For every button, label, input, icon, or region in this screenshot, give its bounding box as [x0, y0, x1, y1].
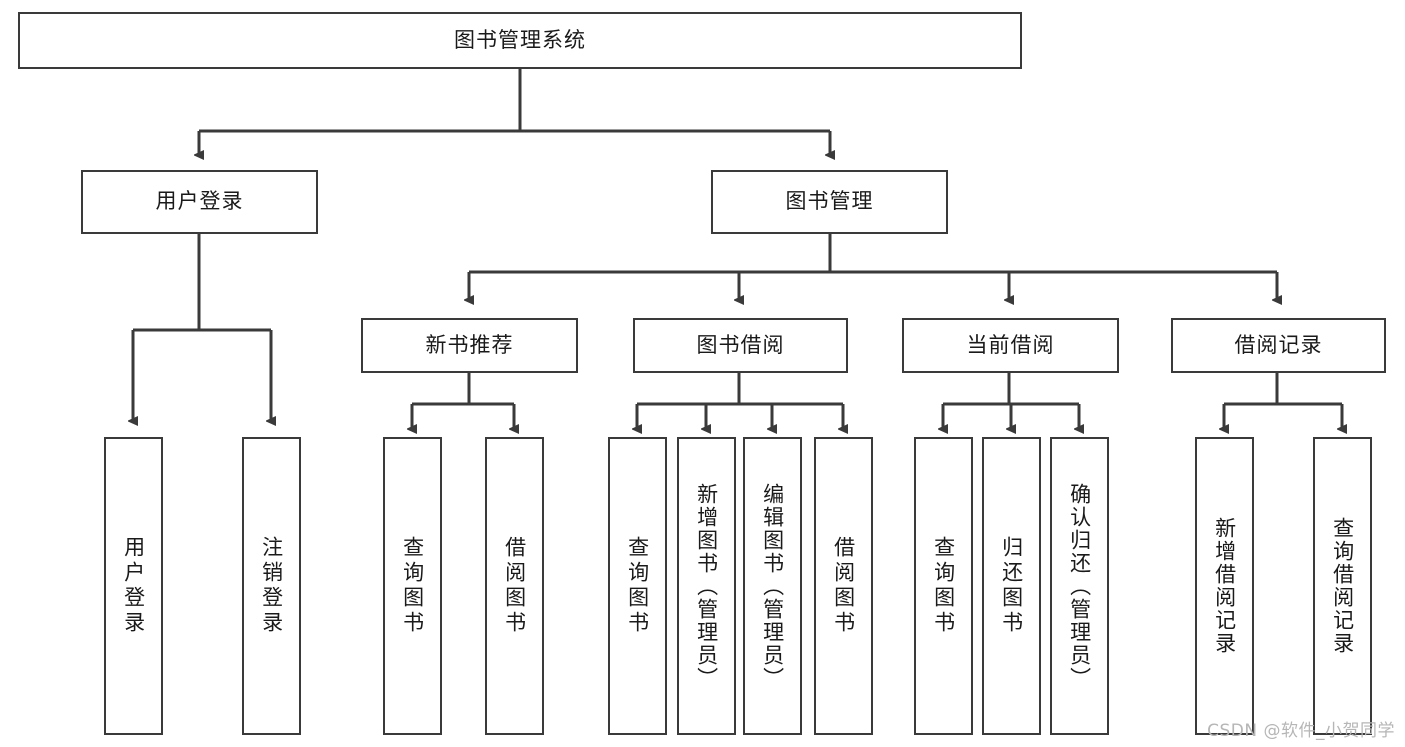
node-book-manage-label: 图书管理	[785, 189, 874, 214]
node-leaf-query-book-1[interactable]: 查询图书	[383, 437, 442, 735]
node-leaf-edit-book[interactable]: 编辑图书（管理员）	[743, 437, 802, 735]
node-leaf-user-logout[interactable]: 注销登录	[242, 437, 301, 735]
node-leaf-query-book-2[interactable]: 查询图书	[608, 437, 667, 735]
node-user-login-label: 用户登录	[155, 189, 244, 214]
node-leaf-add-book-label: 新增图书（管理员）	[694, 482, 719, 690]
node-leaf-query-record-label: 查询借阅记录	[1330, 517, 1355, 655]
node-leaf-return-book-label: 归还图书	[999, 536, 1024, 636]
node-current-borrow[interactable]: 当前借阅	[902, 318, 1119, 373]
node-leaf-borrow-book-1-label: 借阅图书	[502, 536, 527, 636]
node-leaf-user-login[interactable]: 用户登录	[104, 437, 163, 735]
node-leaf-user-login-label: 用户登录	[121, 536, 146, 636]
node-root-label: 图书管理系统	[454, 27, 586, 52]
node-user-login[interactable]: 用户登录	[81, 170, 318, 234]
node-leaf-add-book[interactable]: 新增图书（管理员）	[677, 437, 736, 735]
node-book-manage[interactable]: 图书管理	[711, 170, 948, 234]
node-leaf-borrow-book-2[interactable]: 借阅图书	[814, 437, 873, 735]
node-leaf-return-book[interactable]: 归还图书	[982, 437, 1041, 735]
node-leaf-query-book-3-label: 查询图书	[931, 536, 956, 636]
node-leaf-user-logout-label: 注销登录	[259, 536, 284, 636]
node-leaf-edit-book-label: 编辑图书（管理员）	[760, 482, 785, 690]
node-current-borrow-label: 当前借阅	[966, 332, 1055, 357]
node-leaf-query-book-3[interactable]: 查询图书	[914, 437, 973, 735]
node-leaf-add-record-label: 新增借阅记录	[1212, 517, 1237, 655]
node-root[interactable]: 图书管理系统	[18, 12, 1022, 69]
node-leaf-add-record[interactable]: 新增借阅记录	[1195, 437, 1254, 735]
node-leaf-borrow-book-1[interactable]: 借阅图书	[485, 437, 544, 735]
node-new-book-recommend[interactable]: 新书推荐	[361, 318, 578, 373]
node-leaf-confirm-return-label: 确认归还（管理员）	[1067, 482, 1092, 690]
node-leaf-query-book-1-label: 查询图书	[400, 536, 425, 636]
node-borrow-record[interactable]: 借阅记录	[1171, 318, 1386, 373]
node-leaf-confirm-return[interactable]: 确认归还（管理员）	[1050, 437, 1109, 735]
node-leaf-query-book-2-label: 查询图书	[625, 536, 650, 636]
node-leaf-query-record[interactable]: 查询借阅记录	[1313, 437, 1372, 735]
watermark-text: CSDN @软件_小贺同学	[1207, 721, 1395, 741]
node-borrow-record-label: 借阅记录	[1234, 332, 1323, 357]
node-book-borrow-label: 图书借阅	[696, 332, 785, 357]
node-book-borrow[interactable]: 图书借阅	[633, 318, 848, 373]
node-new-book-recommend-label: 新书推荐	[425, 332, 514, 357]
node-leaf-borrow-book-2-label: 借阅图书	[831, 536, 856, 636]
